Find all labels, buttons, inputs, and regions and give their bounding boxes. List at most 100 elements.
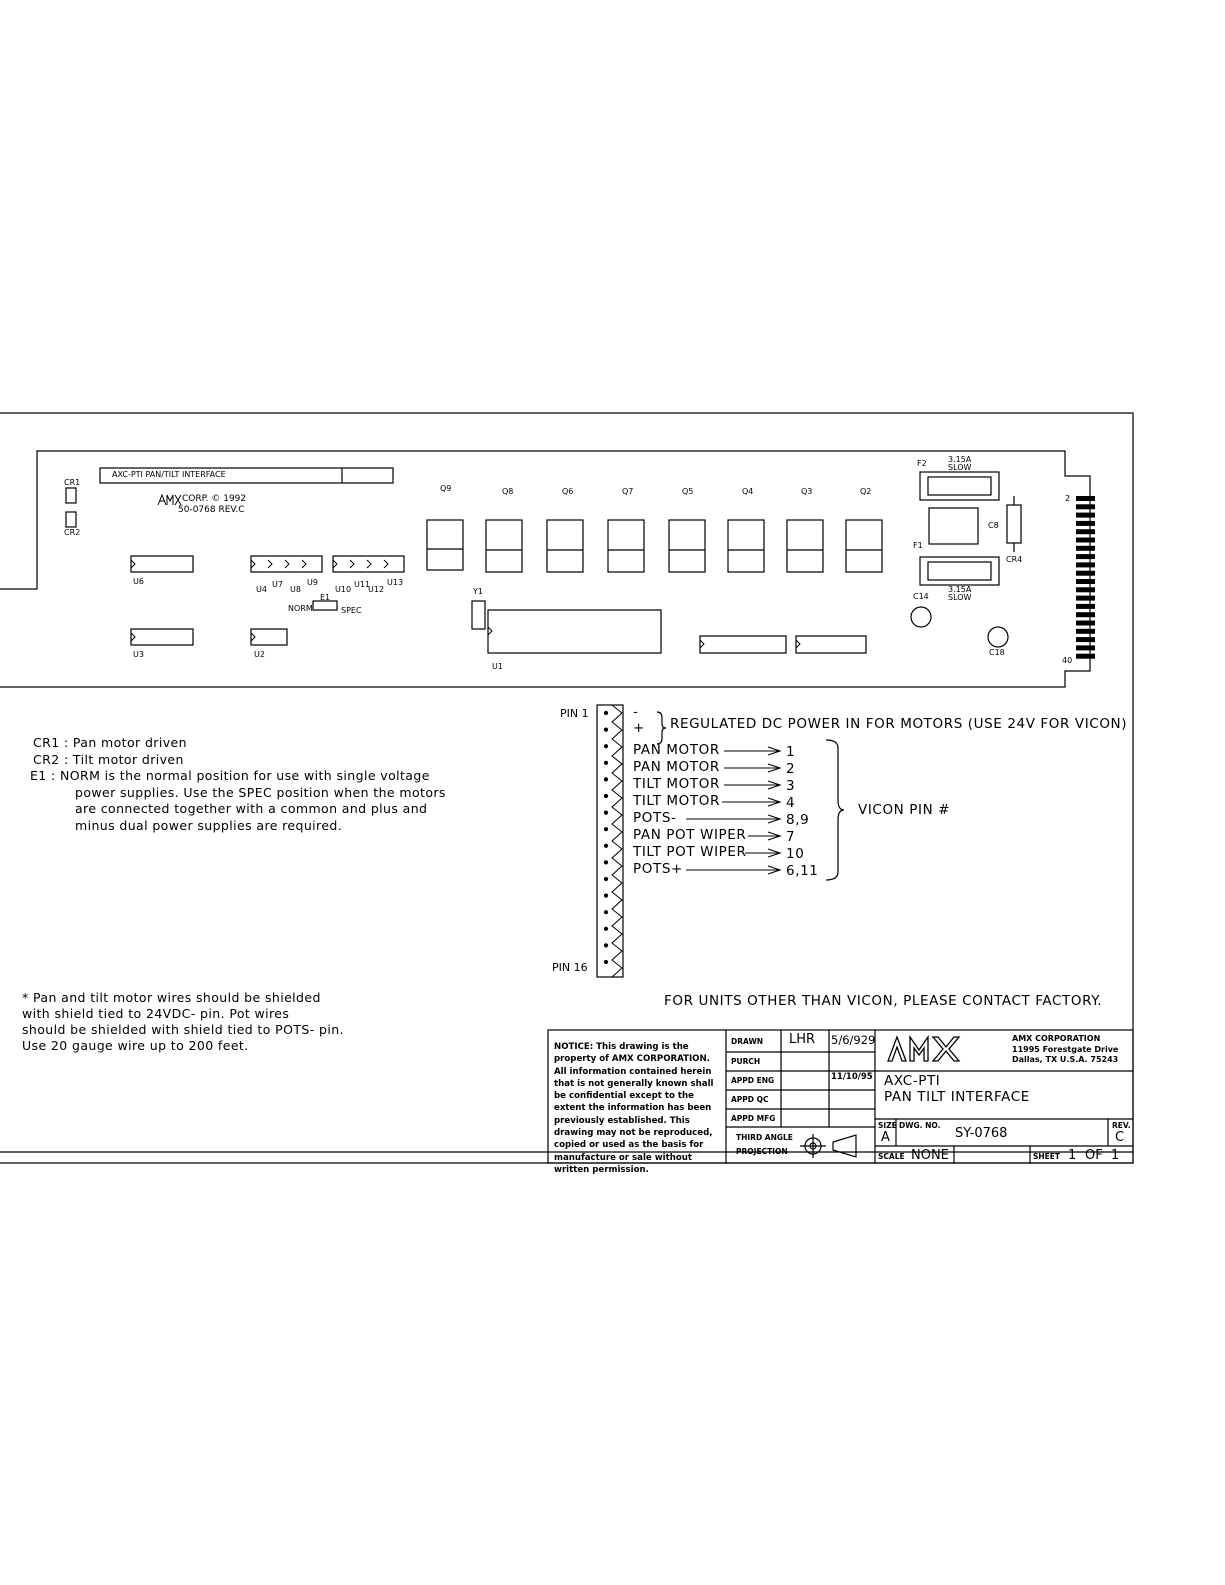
cr1-led: [65, 487, 77, 504]
f2-rating: 3.15A: [948, 455, 972, 464]
minus-label: -: [633, 704, 639, 720]
pin1-marker: [795, 639, 801, 649]
f2-fuse: [919, 471, 1000, 501]
dwg-no-value: SY-0768: [955, 1126, 1008, 1141]
pin1-marker: [130, 559, 136, 569]
u12-label: U12: [368, 585, 385, 594]
edge-finger: [1076, 504, 1095, 510]
e1-jumper: [312, 600, 338, 611]
size-value: A: [881, 1130, 890, 1145]
title-block: [547, 1029, 1134, 1164]
pin1-marker: [699, 639, 705, 649]
u7-label: U7: [272, 580, 283, 589]
c14-capacitor: [910, 606, 932, 628]
edge-finger: [1076, 645, 1095, 651]
approval-label: APPD QC: [731, 1095, 769, 1104]
pin16-label: PIN 16: [552, 961, 588, 974]
edge-finger: [1076, 520, 1095, 526]
c8-label: C8: [988, 521, 999, 530]
legend-cr1: CR1 : Pan motor driven: [33, 735, 187, 750]
f1-label: F1: [913, 541, 923, 550]
edge-finger: [1076, 595, 1095, 601]
power-note: REGULATED DC POWER IN FOR MOTORS (USE 24…: [670, 716, 1128, 732]
q9-transistor: [426, 519, 464, 571]
projection-cone: [832, 1134, 857, 1158]
cr2-led: [65, 511, 77, 528]
u1-label: U1: [492, 662, 503, 671]
edge-finger: [1076, 537, 1095, 543]
approval-label: APPD MFG: [731, 1114, 776, 1123]
wiring-note-line3: should be shielded with shield tied to P…: [22, 1022, 344, 1037]
wiring-note-line4: Use 20 gauge wire up to 200 feet.: [22, 1038, 249, 1053]
drawing-title2: PAN TILT INTERFACE: [884, 1089, 1030, 1105]
scale-label: SCALE: [878, 1152, 905, 1161]
legend-e1: E1 : NORM is the normal position for use…: [30, 768, 430, 783]
q6-transistor: [546, 519, 584, 573]
pin1-marker: [366, 559, 372, 569]
terminal-pin-dot: [603, 777, 609, 782]
q8-transistor: [485, 519, 523, 573]
pin-arrow: [686, 865, 782, 875]
legend-e1-line2: power supplies. Use the SPEC position wh…: [75, 784, 446, 800]
edge-pin-bottom: 40: [1062, 656, 1073, 665]
terminal-pin-dot: [603, 926, 609, 931]
cr1-label: CR1: [64, 478, 81, 487]
legend-e1-line3: are connected together with a common and…: [75, 801, 428, 816]
approval-label: DRAWN: [731, 1037, 764, 1046]
terminal-pin-dot: [603, 827, 609, 832]
chip-left: [699, 635, 787, 654]
y1-crystal: [471, 600, 486, 630]
approval-by: LHR: [789, 1032, 816, 1047]
legend-e1-line4: minus dual power supplies are required.: [75, 817, 343, 833]
cr2-label: CR2: [64, 528, 81, 537]
u6-label: U6: [133, 577, 144, 586]
u4-label: U4: [256, 585, 267, 594]
other-units-note: FOR UNITS OTHER THAN VICON, PLEASE CONTA…: [664, 993, 1103, 1009]
wiring-note: * Pan and tilt motor wires should be shi…: [22, 990, 344, 1054]
vicon-pin-number: 1: [786, 744, 796, 760]
edge-finger: [1076, 496, 1095, 501]
pin1-marker: [250, 632, 256, 642]
q7-transistor: [607, 519, 645, 573]
f1-rating: 3.15A: [948, 585, 972, 594]
c18-capacitor: [987, 626, 1009, 648]
pin-function-label: PAN MOTOR: [633, 742, 720, 758]
pin-arrow: [724, 763, 782, 773]
q2-label: Q2: [860, 487, 872, 496]
pin-arrow: [686, 814, 782, 824]
u3-label: U3: [133, 650, 144, 659]
cr4-diode: [1006, 504, 1022, 544]
pin1-marker: [130, 632, 136, 642]
q3-label: Q3: [801, 487, 813, 496]
wiring-note-line1: * Pan and tilt motor wires should be shi…: [22, 990, 321, 1005]
sheet-of: OF: [1085, 1148, 1103, 1163]
edge-finger: [1076, 545, 1095, 551]
u13-label: U13: [387, 578, 404, 587]
edge-finger: [1076, 579, 1095, 584]
pin-function-label: POTS+: [633, 861, 683, 877]
terminal-pin-dot: [603, 710, 609, 716]
dwg-no-label: DWG. NO.: [899, 1121, 941, 1130]
pin1-marker: [383, 559, 389, 569]
u3-chip: [130, 628, 194, 646]
pin-arrow: [748, 831, 782, 841]
norm-label: NORM: [288, 604, 313, 613]
pin1-marker: [332, 559, 338, 569]
u10-u13-chips: [332, 555, 405, 573]
pin-arrow: [745, 848, 782, 858]
edge-finger: [1076, 529, 1095, 535]
chip-right: [795, 635, 867, 654]
company-address2: Dallas, TX U.S.A. 75243: [1012, 1055, 1119, 1064]
q9-label: Q9: [440, 484, 452, 493]
terminal-pin-dot: [603, 893, 609, 898]
u4-u9-chips: [250, 555, 323, 573]
terminal-block: [596, 704, 624, 978]
edge-finger: [1076, 587, 1095, 593]
corp-line1: CORP. © 1992: [182, 494, 247, 504]
approval-date: 5/6/929: [831, 1033, 876, 1047]
vicon-pin-number: 8,9: [786, 812, 810, 828]
pin1-marker: [250, 559, 256, 569]
edge-finger: [1076, 603, 1095, 609]
pcb-outline: [0, 450, 1091, 688]
vicon-pin-number: 6,11: [786, 863, 819, 879]
